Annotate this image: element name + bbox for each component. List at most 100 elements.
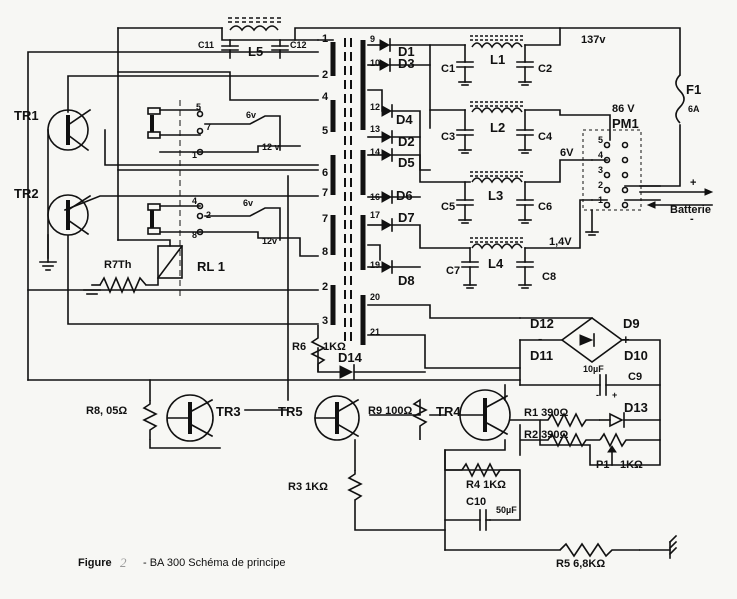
svg-text:17: 17 xyxy=(370,210,380,220)
battery-terminal: + Batterie - xyxy=(639,177,714,225)
svg-text:1: 1 xyxy=(322,33,328,45)
inductor-l3: L3 xyxy=(470,171,525,203)
svg-text:+: + xyxy=(612,390,617,400)
svg-text:Batterie: Batterie xyxy=(670,204,711,216)
svg-text:PM1: PM1 xyxy=(612,116,639,131)
svg-text:R5 6,8KΩ: R5 6,8KΩ xyxy=(556,558,605,570)
svg-text:R3 1KΩ: R3 1KΩ xyxy=(288,481,328,493)
svg-text:20: 20 xyxy=(370,292,380,302)
svg-text:D6: D6 xyxy=(396,188,413,203)
diode-d1: D1 xyxy=(379,38,415,59)
svg-text:6V: 6V xyxy=(560,147,574,159)
svg-text:12: 12 xyxy=(370,102,380,112)
svg-text:D13: D13 xyxy=(624,400,648,415)
svg-text:21: 21 xyxy=(370,327,380,337)
resistor-r9: R9 100Ω xyxy=(368,398,428,440)
svg-text:C7: C7 xyxy=(446,265,460,277)
svg-text:C8: C8 xyxy=(542,271,556,283)
svg-text:6v: 6v xyxy=(246,110,256,120)
selector-switch-2: 4 2 8 6v 12v xyxy=(147,196,319,257)
transistor-tr2: TR2 xyxy=(14,186,92,236)
svg-text:13: 13 xyxy=(370,124,380,134)
diode-d4: D4 xyxy=(381,104,413,127)
ground-left xyxy=(39,261,57,271)
svg-text:F1: F1 xyxy=(686,82,701,97)
inductor-l5: L5 xyxy=(228,17,282,59)
svg-text:1KΩ: 1KΩ xyxy=(323,341,346,353)
resistor-r3: R3 1KΩ xyxy=(288,470,363,501)
svg-text:5: 5 xyxy=(598,135,603,145)
svg-text:D14: D14 xyxy=(338,350,363,365)
svg-text:-: - xyxy=(596,390,599,400)
svg-text:C6: C6 xyxy=(538,201,552,213)
relay-rl1: RL 1 xyxy=(117,239,225,280)
potentiometer-p1: P1 1KΩ xyxy=(596,432,660,471)
inductor-l4: L4 xyxy=(470,237,525,271)
svg-text:R4 1KΩ: R4 1KΩ xyxy=(466,479,506,491)
diode-d7: D7 xyxy=(381,210,415,232)
capacitor-c10: C10 50µF xyxy=(444,496,517,531)
svg-text:D7: D7 xyxy=(398,210,415,225)
svg-text:L4: L4 xyxy=(488,256,504,271)
svg-text:TR1: TR1 xyxy=(14,108,39,123)
svg-text:8: 8 xyxy=(322,246,328,258)
svg-text:10µF: 10µF xyxy=(583,364,604,374)
resistor-r4: R4 1KΩ xyxy=(445,462,520,491)
svg-text:L1: L1 xyxy=(490,52,505,67)
filter-grounds xyxy=(458,81,532,289)
svg-text:D5: D5 xyxy=(398,155,415,170)
svg-text:3: 3 xyxy=(598,165,603,175)
svg-text:2: 2 xyxy=(120,555,127,570)
diode-d14: D14 xyxy=(338,350,363,380)
capacitor-c9: 10µF C9 - + xyxy=(519,364,661,400)
bridge-rectifier: D12 D9 D11 D10 - + xyxy=(519,316,661,441)
svg-text:TR2: TR2 xyxy=(14,186,39,201)
capacitor-c11: C11 xyxy=(198,39,239,59)
svg-text:7: 7 xyxy=(322,213,328,225)
svg-text:P1: P1 xyxy=(596,459,609,471)
svg-text:R7Th: R7Th xyxy=(104,259,132,271)
svg-text:4: 4 xyxy=(322,91,329,103)
fuse-f1: F1 6A xyxy=(675,74,701,124)
resistor-r5: R5 6,8KΩ xyxy=(556,542,640,570)
svg-text:C2: C2 xyxy=(538,63,552,75)
selector-switch-1: 5 7 1 6v 12 v xyxy=(147,100,301,300)
svg-text:4: 4 xyxy=(598,150,603,160)
resistor-r8: R8, 05Ω xyxy=(86,400,158,440)
svg-text:7: 7 xyxy=(322,187,328,199)
svg-text:+: + xyxy=(690,177,696,189)
resistor-r1: R1 390Ω xyxy=(524,407,600,428)
svg-text:-: - xyxy=(538,331,542,346)
inductor-l1: L1 xyxy=(470,35,525,67)
svg-text:4: 4 xyxy=(192,196,197,206)
svg-text:TR3: TR3 xyxy=(216,404,241,419)
svg-text:12 v: 12 v xyxy=(262,142,280,152)
diode-d6: D6 xyxy=(381,188,413,204)
svg-text:- BA 300 Schéma de principe: - BA 300 Schéma de principe xyxy=(143,557,285,569)
svg-text:R8, 05Ω: R8, 05Ω xyxy=(86,405,127,417)
svg-text:137v: 137v xyxy=(581,34,606,46)
svg-text:1: 1 xyxy=(192,150,197,160)
svg-text:Figure: Figure xyxy=(78,557,112,569)
svg-text:2: 2 xyxy=(322,281,328,293)
svg-text:9: 9 xyxy=(370,34,375,44)
svg-text:50µF: 50µF xyxy=(496,505,517,515)
rectifier-wiring xyxy=(367,44,521,369)
diode-d5: D5 xyxy=(381,148,415,170)
svg-text:5: 5 xyxy=(196,102,201,112)
svg-text:8: 8 xyxy=(192,230,197,240)
svg-text:10: 10 xyxy=(370,58,380,68)
svg-text:C10: C10 xyxy=(466,496,486,508)
transistor-tr1: TR1 xyxy=(14,108,92,152)
svg-text:1,4V: 1,4V xyxy=(549,236,572,248)
svg-text:C5: C5 xyxy=(441,201,455,213)
svg-text:L2: L2 xyxy=(490,120,505,135)
svg-text:C11: C11 xyxy=(198,40,214,50)
svg-text:1KΩ: 1KΩ xyxy=(620,459,643,471)
svg-text:12v: 12v xyxy=(262,236,277,246)
svg-text:C4: C4 xyxy=(538,131,553,143)
diode-d3: D3 xyxy=(379,56,415,72)
svg-text:D3: D3 xyxy=(398,56,415,71)
svg-text:D4: D4 xyxy=(396,112,413,127)
svg-text:L3: L3 xyxy=(488,188,503,203)
